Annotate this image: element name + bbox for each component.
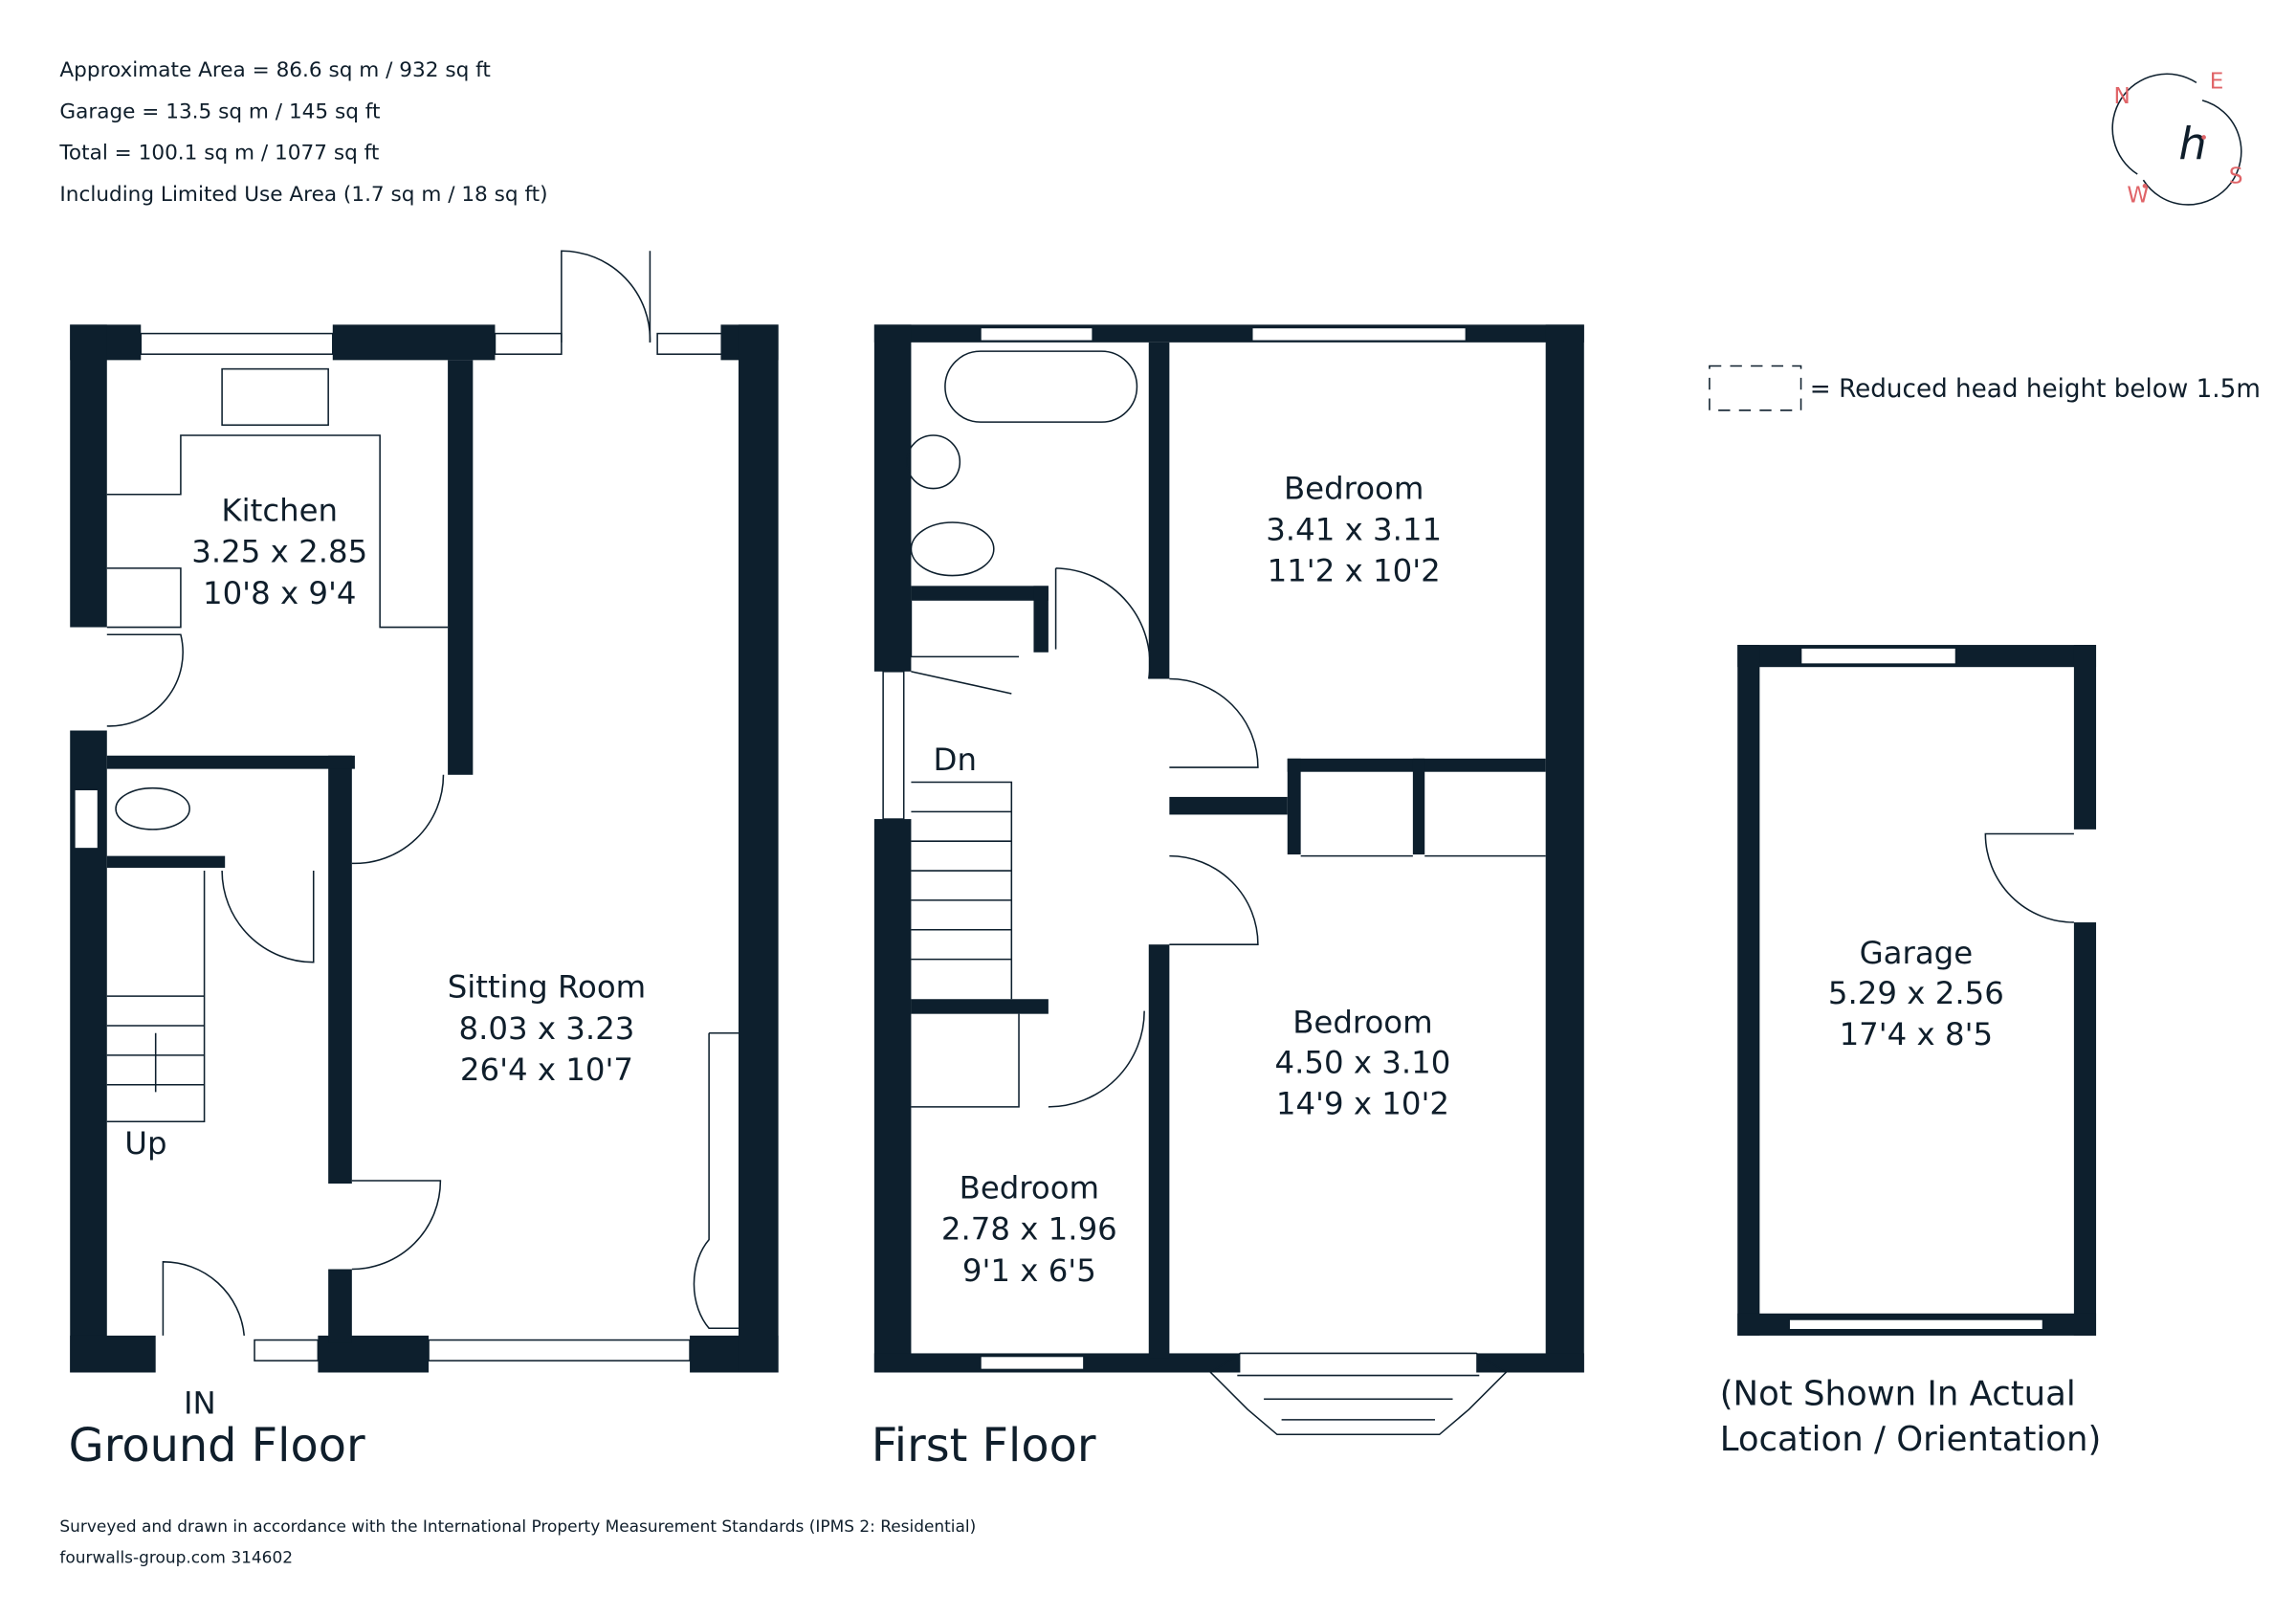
entrance-label: IN [184,1385,216,1422]
garage-plan: Garage 5.29 x 2.56 17'4 x 8'5 (Not Shown… [1720,645,2102,1459]
compass-s: S [2229,164,2243,188]
room-imperial: 10'8 x 9'4 [203,575,357,611]
compass-w: W [2127,183,2149,208]
reference-number: fourwalls-group.com 314602 [59,1547,293,1566]
area-line-1: Approximate Area = 86.6 sq m / 932 sq ft [59,58,490,82]
toilet-icon [115,786,190,830]
toilet-icon [910,521,995,577]
area-line-4: Including Limited Use Area (1.7 sq m / 1… [59,183,547,207]
legend: = Reduced head height below 1.5m [1709,365,2261,411]
room-metric: 8.03 x 3.23 [458,1010,634,1047]
logo-letter: h [2178,119,2206,170]
dashed-box-icon [1709,365,1802,411]
area-line-3: Total = 100.1 sq m / 1077 sq ft [58,142,379,166]
ground-floor-title: Ground Floor [69,1420,365,1472]
room-name: Bedroom [1292,1005,1432,1041]
room-name: Kitchen [221,492,338,528]
room-metric: 3.41 x 3.11 [1266,512,1442,548]
compass-n: N [2114,84,2130,109]
room-imperial: 17'4 x 8'5 [1840,1016,1994,1052]
legend-text: = Reduced head height below 1.5m [1810,375,2261,404]
room-name: Bedroom [1284,470,1424,506]
standards-note: Surveyed and drawn in accordance with th… [59,1516,976,1536]
room-metric: 5.29 x 2.56 [1828,975,2004,1011]
area-summary: Approximate Area = 86.6 sq m / 932 sq ft… [58,58,547,207]
stairs-down-label: Dn [934,742,977,778]
ground-floor-plan: Kitchen 3.25 x 2.85 10'8 x 9'4 Sitting R… [69,250,779,1472]
room-name: Garage [1860,935,1974,971]
room-name: Bedroom [960,1169,1099,1206]
area-line-2: Garage = 13.5 sq m / 145 sq ft [59,100,380,123]
basin-icon [906,434,961,490]
room-metric: 3.25 x 2.85 [191,534,367,570]
compass-e: E [2210,70,2224,95]
compass-logo-icon: h N E S W [2111,70,2243,208]
stairs-up-label: Up [124,1125,166,1162]
room-metric: 4.50 x 3.10 [1274,1044,1450,1080]
room-imperial: 14'9 x 10'2 [1276,1086,1449,1122]
sink-icon [221,367,329,427]
room-imperial: 26'4 x 10'7 [460,1052,633,1088]
room-imperial: 9'1 x 6'5 [962,1252,1096,1289]
garage-note-line-1: (Not Shown In Actual [1720,1374,2076,1413]
bath-icon [944,350,1138,423]
first-floor-plan: Bedroom 3.41 x 3.11 11'2 x 10'2 Bedroom … [872,324,1584,1472]
room-name: Sitting Room [448,969,646,1006]
room-imperial: 11'2 x 10'2 [1268,553,1441,589]
garage-note-line-2: Location / Orientation) [1720,1420,2102,1459]
room-metric: 2.78 x 1.96 [941,1211,1117,1248]
first-floor-title: First Floor [872,1420,1096,1472]
